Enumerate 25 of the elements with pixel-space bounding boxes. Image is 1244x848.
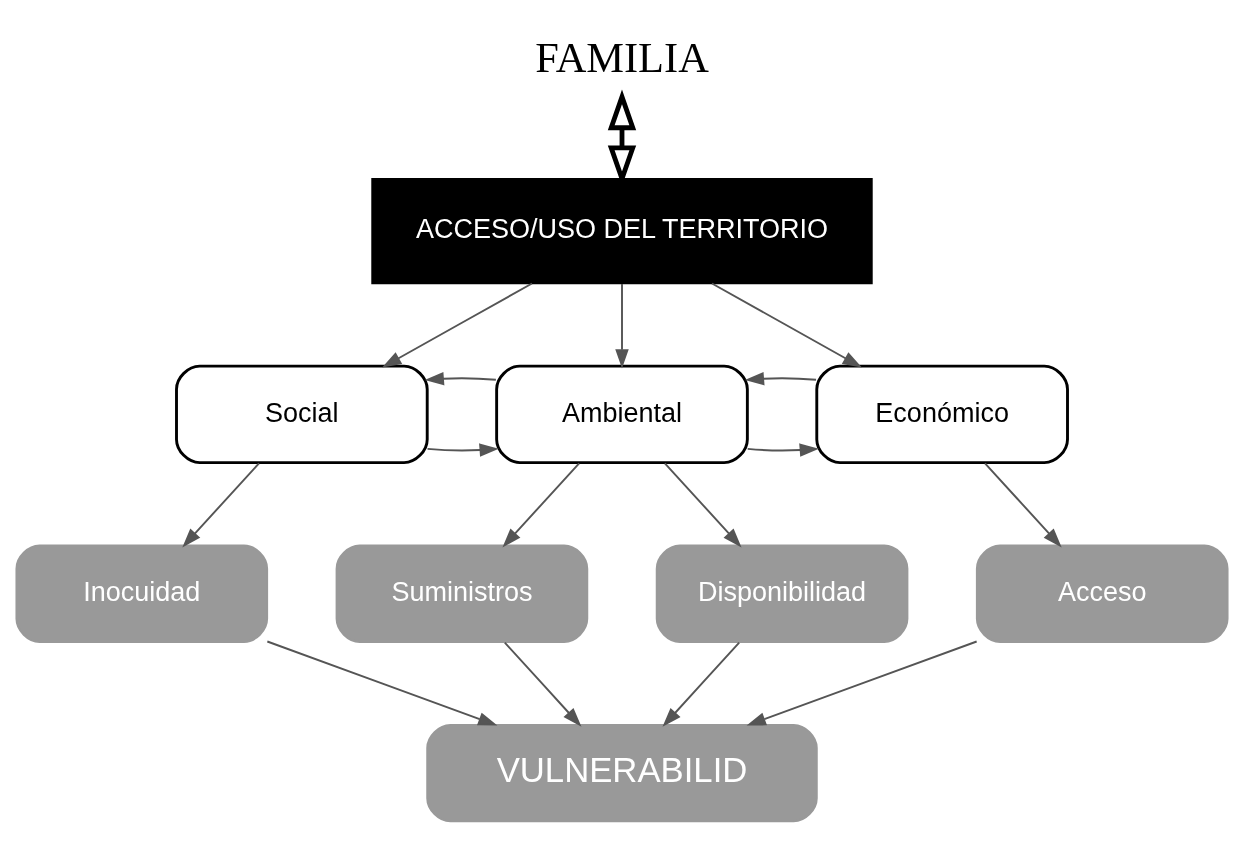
node-box: ACCESO/USO DEL TERRITORIO (371, 178, 873, 285)
arrow (182, 462, 260, 548)
node-box: Inocuidad (15, 544, 269, 643)
arrow (266, 640, 498, 726)
arrow (615, 283, 629, 369)
node-text: FAMILIA (535, 34, 709, 82)
arrow (502, 462, 581, 548)
arrow (503, 641, 582, 727)
node-box: Disponibilidad (655, 544, 909, 643)
node-box: Social (175, 364, 429, 464)
arrow (663, 462, 742, 548)
arrow (382, 282, 533, 368)
arrow (744, 371, 817, 386)
arrow (711, 282, 862, 368)
node-box: Ambiental (495, 364, 749, 464)
node-box: Económico (815, 364, 1069, 464)
arrow (426, 443, 499, 457)
arrow (746, 640, 978, 726)
arrow (662, 641, 741, 727)
node-box: Acceso (975, 544, 1229, 643)
arrow (984, 462, 1062, 548)
node-box: VULNERABILID (426, 723, 818, 823)
arrow (424, 371, 497, 386)
arrow (746, 443, 819, 457)
node-box: Suministros (335, 544, 589, 643)
